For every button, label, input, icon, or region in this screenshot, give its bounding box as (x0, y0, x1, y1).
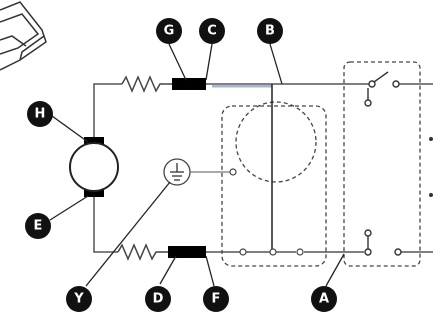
top-wire (93, 83, 433, 137)
device-sketch (0, 1, 47, 71)
terminal-node (239, 248, 247, 256)
callout-label: F (212, 292, 221, 307)
callout-E: E (25, 213, 51, 239)
callout-label: G (164, 24, 175, 39)
terminal-node (269, 248, 277, 256)
bottom-switch-contact-icon (364, 229, 402, 256)
callout-label: D (153, 292, 164, 307)
top-ferrite-choke-icon (172, 78, 212, 90)
bottom-resistor-icon (117, 243, 168, 261)
callout-label: H (35, 107, 46, 122)
bottom-wire (93, 197, 433, 253)
bottom-ferrite-choke-icon (168, 246, 212, 258)
right-edge-marks (429, 137, 433, 197)
callout-label: B (265, 24, 275, 39)
callout-A: A (311, 286, 337, 312)
dashed-circle (235, 101, 317, 183)
dashed-box-left (221, 105, 327, 267)
leader-lines (49, 43, 345, 287)
callout-label: A (319, 292, 329, 307)
dc-motor-icon (69, 137, 119, 197)
top-resistor-icon (121, 75, 172, 93)
callout-label: E (34, 219, 43, 234)
callout-label: Y (73, 292, 84, 307)
top-switch-contact-icon (364, 71, 400, 107)
dashed-box-right (343, 61, 421, 267)
callout-G: G (156, 18, 182, 44)
callout-Y: Y (66, 286, 92, 312)
terminal-node (296, 248, 304, 256)
ground-symbol-icon (163, 158, 237, 186)
callout-D: D (145, 286, 171, 312)
callout-label: C (207, 24, 217, 39)
callout-H: H (27, 101, 53, 127)
callout-B: B (257, 18, 283, 44)
callout-C: C (199, 18, 225, 44)
callout-F: F (203, 286, 229, 312)
